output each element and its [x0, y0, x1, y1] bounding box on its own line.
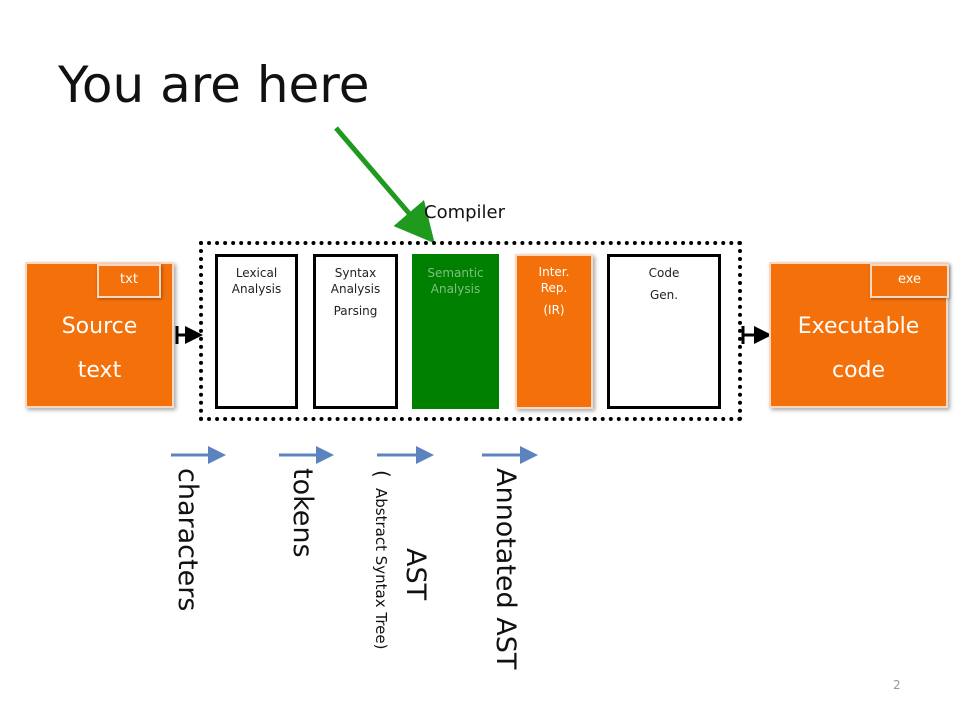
source-to-compiler-arrow — [175, 326, 203, 344]
stage-syntax-analysis: Syntax Analysis Parsing — [313, 254, 398, 409]
executable-code-line2: code — [831, 358, 886, 383]
stage-label: Rep. — [540, 281, 568, 295]
page-number: 2 — [893, 678, 901, 692]
txt-tag: txt — [97, 264, 161, 298]
stage-lexical-analysis: Lexical Analysis — [215, 254, 298, 409]
slide-title: You are here — [58, 56, 370, 114]
characters-label: characters — [172, 468, 203, 612]
stage-intermediate-representation: Inter. Rep. (IR) — [515, 254, 593, 409]
source-text-line1: Source — [61, 314, 138, 339]
stage-label: Analysis — [231, 282, 282, 296]
stage-label: Syntax — [334, 266, 377, 280]
stage-semantic-analysis: Semantic Analysis — [412, 254, 499, 409]
stage-code-generation: Code Gen. — [607, 254, 721, 409]
compiler-label: Compiler — [424, 202, 506, 223]
tokens-label: tokens — [287, 468, 318, 558]
stage-label: Code — [648, 266, 680, 280]
exe-tag: exe — [870, 264, 949, 298]
compiler-boundary — [199, 241, 742, 421]
ast-label: AST — [400, 548, 431, 601]
ast-paren-open: ( — [370, 470, 394, 478]
stage-label: Semantic — [427, 266, 484, 280]
annotated-ast-label: Annotated AST — [490, 468, 521, 670]
you-are-here-pointer — [334, 126, 435, 244]
executable-code-box: Executable code — [769, 262, 948, 408]
stage-label: Analysis — [430, 282, 481, 296]
stage-sublabel: Parsing — [333, 304, 378, 318]
ast-subtitle-label: Abstract Syntax Tree) — [372, 488, 390, 650]
compiler-to-executable-arrow — [741, 326, 772, 344]
stage-label: Lexical — [235, 266, 278, 280]
source-text-line2: text — [77, 358, 122, 383]
executable-code-line1: Executable — [797, 314, 920, 339]
stage-label: Inter. — [538, 265, 570, 279]
stage-sublabel: (IR) — [543, 303, 565, 317]
stage-label: Gen. — [649, 288, 679, 302]
stage-label: Analysis — [330, 282, 381, 296]
